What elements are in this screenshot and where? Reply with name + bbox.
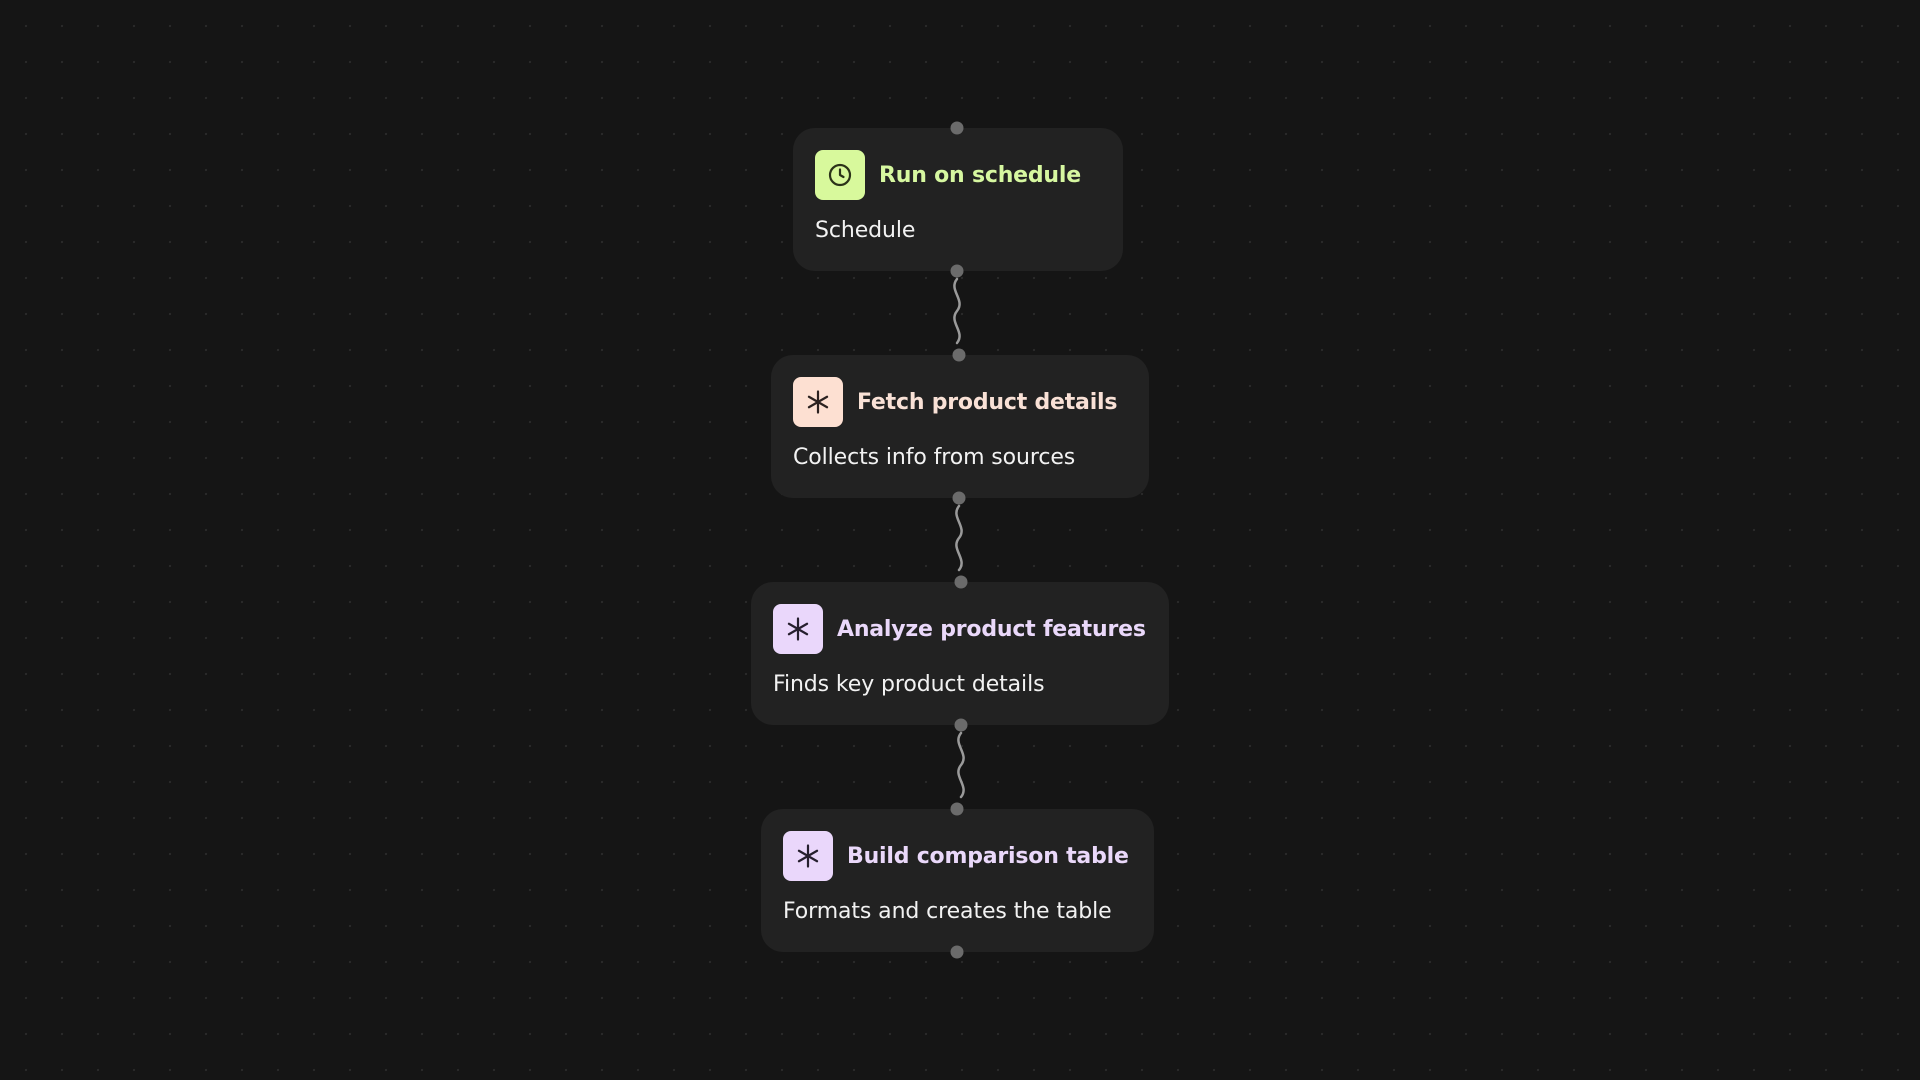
asterisk-icon [773,604,823,654]
input-port[interactable] [952,348,966,362]
asterisk-icon [783,831,833,881]
node-subtitle: Collects info from sources [793,445,1076,470]
workflow-node-analyze-product-features[interactable]: Analyze product features Finds key produ… [751,582,1169,725]
node-title: Run on schedule [879,162,1081,188]
input-port[interactable] [950,121,964,135]
workflow-node-fetch-product-details[interactable]: Fetch product details Collects info from… [771,355,1149,498]
node-subtitle: Schedule [815,218,916,243]
output-port[interactable] [954,718,968,732]
output-port[interactable] [950,264,964,278]
asterisk-icon [793,377,843,427]
clock-icon [815,150,865,200]
connector-wire-3 [957,731,965,799]
output-port[interactable] [950,945,964,959]
node-subtitle: Formats and creates the table [783,899,1112,924]
workflow-node-run-on-schedule[interactable]: Run on schedule Schedule [793,128,1123,271]
output-port[interactable] [952,491,966,505]
connector-wire-2 [955,504,963,572]
input-port[interactable] [954,575,968,589]
node-title: Analyze product features [837,616,1146,642]
workflow-node-build-comparison-table[interactable]: Build comparison table Formats and creat… [761,809,1154,952]
input-port[interactable] [950,802,964,816]
node-title: Fetch product details [857,389,1118,415]
node-title: Build comparison table [847,843,1129,869]
connector-wire-1 [953,277,961,345]
node-subtitle: Finds key product details [773,672,1045,697]
